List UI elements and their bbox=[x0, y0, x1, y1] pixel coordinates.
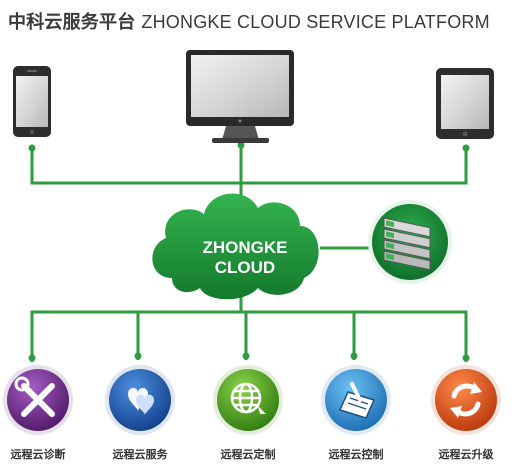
service-label-customize: 远程云定制 bbox=[220, 449, 276, 461]
service-label-upgrade: 远程云升级 bbox=[438, 449, 494, 461]
service-label-control: 远程云控制 bbox=[328, 449, 384, 461]
hand-control-icon bbox=[338, 382, 376, 419]
service-icon-diagnose bbox=[3, 365, 73, 435]
zhongke-cloud: ZHONGKE CLOUD bbox=[152, 193, 319, 300]
globe-icon bbox=[230, 382, 262, 414]
server-rack-icon bbox=[368, 200, 452, 284]
tablet-icon bbox=[436, 68, 494, 139]
service-icon-upgrade bbox=[431, 365, 501, 435]
service-icon-customize bbox=[213, 365, 283, 435]
hearts-icon bbox=[128, 387, 154, 415]
cloud-line-2: CLOUD bbox=[215, 258, 275, 277]
service-label-service: 远程云服务 bbox=[112, 449, 168, 461]
title-chinese: 中科云服务平台 bbox=[8, 12, 136, 32]
wrench-screwdriver-icon bbox=[21, 383, 55, 417]
smartphone-icon bbox=[13, 66, 51, 137]
service-label-diagnose: 远程云诊断 bbox=[10, 449, 66, 461]
cloud-line-1: ZHONGKE bbox=[203, 238, 288, 257]
title-english: ZHONGKE CLOUD SERVICE PLATFORM bbox=[141, 12, 490, 32]
connector-dots bbox=[28, 141, 470, 362]
monitor-icon bbox=[186, 50, 294, 143]
service-icon-control bbox=[321, 365, 391, 435]
service-icon-service bbox=[105, 365, 175, 435]
